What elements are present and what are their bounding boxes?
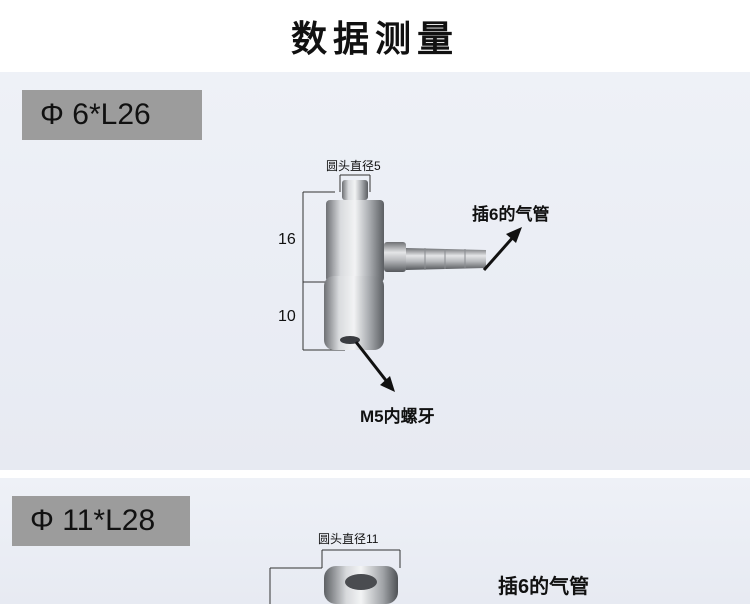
fitting-top-nipple xyxy=(342,180,368,200)
spec-section-2: Φ 11*L28 圆头直径11 插6的气管 xyxy=(0,478,750,604)
round-head-diameter-label-1: 圆头直径5 xyxy=(326,159,381,173)
round-head-diameter-label-2: 圆头直径11 xyxy=(318,532,379,546)
fitting-diagram-2 xyxy=(269,549,401,604)
thread-callout: M5内螺牙 xyxy=(360,407,435,426)
page-title: 数据测量 xyxy=(290,18,459,60)
spec-section-1: Φ 6*L26 xyxy=(0,72,750,470)
fitting-round-body xyxy=(324,276,384,350)
fitting-diagram-1 xyxy=(302,174,522,392)
dimension-lower-label: 10 xyxy=(278,308,296,325)
hose-callout-2: 插6的气管 xyxy=(498,576,590,598)
fitting-side-hex xyxy=(384,242,406,272)
page-header: 数据测量 xyxy=(0,0,750,72)
fitting-barb xyxy=(406,248,486,270)
spec-label-1: Φ 6*L26 xyxy=(22,90,202,140)
spec-label-2: Φ 11*L28 xyxy=(12,496,190,546)
dimension-upper-label: 16 xyxy=(278,231,296,248)
fitting-hex-body xyxy=(326,200,384,282)
hose-callout-1: 插6的气管 xyxy=(472,205,550,224)
